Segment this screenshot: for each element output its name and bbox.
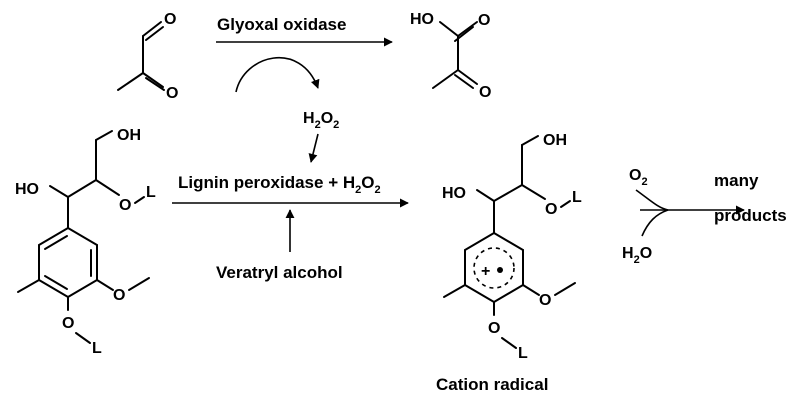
atom-o: O (119, 197, 131, 214)
atom-o: O (113, 287, 125, 304)
atom-o: O (539, 292, 551, 309)
glyoxal-oxidase-label: Glyoxal oxidase (217, 15, 346, 34)
methylglyoxal-structure: O O (117, 11, 178, 102)
products-label-line2: products (714, 206, 787, 225)
h2o2-top-label: H2O2 (303, 110, 339, 131)
atom-o: O (478, 12, 490, 29)
atom-o: O (545, 201, 557, 218)
oxygen-curved-arrow (235, 56, 320, 93)
cation-radical-caption: Cation radical (436, 375, 548, 394)
atom-o: O (166, 85, 178, 102)
h2o2-down-arrow (308, 133, 319, 163)
radical-dot (497, 267, 503, 273)
atom-l: L (518, 345, 528, 362)
atom-l: L (146, 184, 156, 201)
atom-ho: HO (410, 11, 434, 28)
atom-oh: OH (117, 127, 141, 144)
h2o-curve (641, 209, 669, 237)
o2-curve (635, 189, 669, 211)
products-label-line1: many (714, 171, 759, 190)
atom-ho: HO (15, 181, 39, 198)
h2o-label: H2O (622, 245, 652, 266)
veratryl-alcohol-label: Veratryl alcohol (216, 263, 343, 282)
atom-ho: HO (442, 185, 466, 202)
atom-l: L (572, 189, 582, 206)
lignin-model-structure: OH HO O L O O L (15, 127, 156, 357)
atom-o: O (62, 315, 74, 332)
atom-o: O (164, 11, 176, 28)
lignin-peroxidase-label: Lignin peroxidase + H2O2 (178, 173, 381, 196)
o2-label: O2 (629, 167, 648, 188)
pyruvic-acid-structure: HO O O (410, 11, 491, 101)
atom-l: L (92, 340, 102, 357)
atom-o: O (479, 84, 491, 101)
delocalized-ring (473, 247, 515, 289)
cation-radical-structure: + OH HO O L O O L (442, 132, 582, 362)
atom-o: O (488, 320, 500, 337)
atom-oh: OH (543, 132, 567, 149)
cation-charge: + (481, 263, 490, 280)
